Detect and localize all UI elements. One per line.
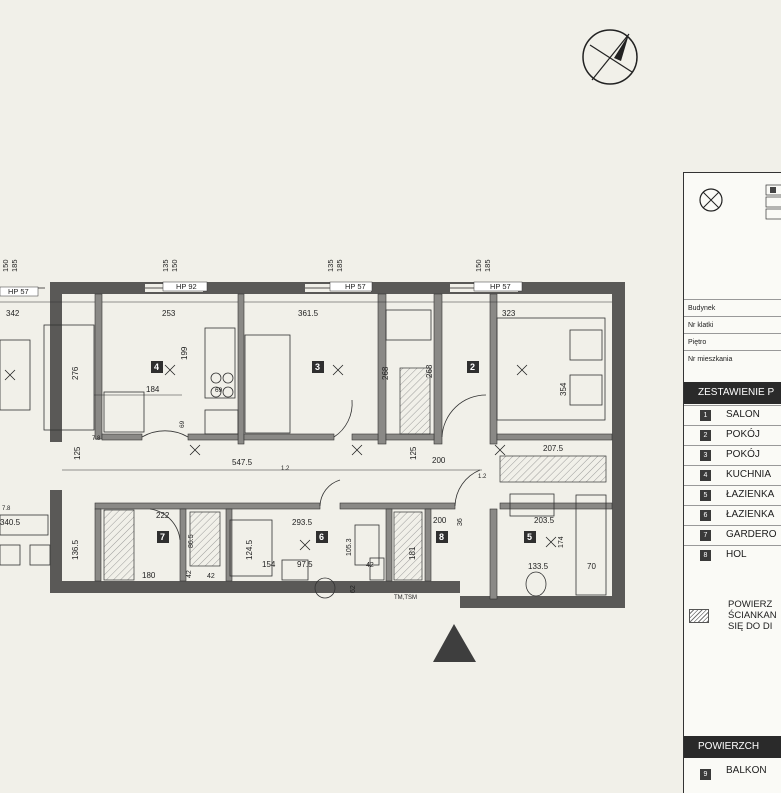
svg-text:4: 4	[154, 362, 159, 372]
dim-124-5: 124.5	[245, 539, 254, 560]
svg-text:3: 3	[315, 362, 320, 372]
dim-181: 181	[408, 546, 417, 560]
interior-walls	[94, 293, 613, 600]
dim-323: 323	[502, 309, 516, 318]
legend-balkon-number: 9	[700, 769, 711, 780]
window-height-3a: 135	[326, 259, 335, 272]
furniture	[0, 309, 607, 599]
info-row-floor: Piętro	[684, 333, 781, 350]
dim-1-2: 1.2	[281, 466, 290, 472]
dim-42b: 42	[186, 570, 193, 578]
window-height-1b: 185	[10, 259, 19, 272]
window-height-2a: 135	[161, 259, 170, 272]
window-label-4: HP 57	[490, 282, 511, 291]
room-number-3: 3	[312, 361, 324, 373]
dim-361-5: 361.5	[298, 309, 319, 318]
window-height-4b: 185	[483, 259, 492, 272]
room-number-8: 8	[436, 531, 448, 543]
dim-207-5: 207.5	[543, 444, 564, 453]
dim-1-2b: 1.2	[478, 474, 487, 480]
legend-balkon-name: BALKON	[726, 765, 767, 776]
entrance-arrow-icon	[433, 624, 476, 662]
hatch-note: POWIERZ ŚCIANKAN SIĘ DO DI	[728, 599, 777, 632]
dim-154: 154	[262, 560, 276, 569]
dim-354: 354	[559, 382, 568, 396]
info-row-building: Budynek	[684, 299, 781, 316]
dim-340-5: 340.5	[0, 518, 21, 527]
dim-200a: 200	[432, 456, 446, 465]
dim-105-3: 105.3	[346, 538, 353, 556]
light-fixtures	[4, 364, 557, 551]
dim-86-5: 86.5	[188, 534, 195, 548]
dim-7-8b: 7.8	[2, 506, 11, 512]
window-height-2b: 150	[170, 259, 179, 272]
dim-184: 184	[146, 385, 160, 394]
dim-133-5: 133.5	[528, 562, 549, 571]
room-number-7: 7	[157, 531, 169, 543]
svg-text:6: 6	[319, 532, 324, 542]
rooms-summary-heading: ZESTAWIENIE P	[684, 382, 781, 404]
room-number-6: 6	[316, 531, 328, 543]
dim-293-5: 293.5	[292, 518, 313, 527]
dim-180: 180	[142, 571, 156, 580]
dim-174: 174	[558, 536, 565, 548]
window-height-4a: 150	[474, 259, 483, 272]
svg-text:7: 7	[160, 532, 165, 542]
compass-icon	[699, 188, 723, 212]
room-number-5: 5	[524, 531, 536, 543]
window-label-1: HP 57	[8, 287, 29, 296]
room-number-2: 2	[467, 361, 479, 373]
svg-text:8: 8	[439, 532, 444, 542]
dim-69: 69	[215, 387, 223, 394]
legend-panel: Budynek Nr klatki Piętro Nr mieszkania Z…	[683, 172, 781, 793]
window-height-3b: 185	[335, 259, 344, 272]
dim-125a: 125	[73, 446, 82, 460]
wardrobes	[103, 367, 607, 581]
dim-97-5: 97.5	[297, 560, 313, 569]
window-label-3: HP 57	[345, 282, 366, 291]
dim-203-5: 203.5	[534, 516, 555, 525]
dim-62: 62	[350, 585, 357, 593]
dim-42a: 42	[366, 562, 374, 569]
info-row-staircase: Nr klatki	[684, 316, 781, 333]
window-height-1a: 150	[1, 259, 10, 272]
exterior-walls	[50, 282, 625, 608]
dim-200b: 200	[433, 516, 447, 525]
dim-199: 199	[180, 346, 189, 360]
doors	[141, 394, 487, 541]
key-plan-icon	[765, 184, 781, 220]
info-row-apartment: Nr mieszkania	[684, 350, 781, 367]
svg-text:2: 2	[470, 362, 475, 372]
dim-222: 222	[156, 511, 170, 520]
dim-253: 253	[162, 309, 176, 318]
window-label-2: HP 92	[176, 282, 197, 291]
dim-69b: 69	[179, 420, 186, 428]
dim-136-5: 136.5	[71, 539, 80, 560]
svg-text:5: 5	[527, 532, 532, 542]
room-number-4: 4	[151, 361, 163, 373]
dim-547-5: 547.5	[232, 458, 253, 467]
dim-342: 342	[6, 309, 20, 318]
dim-268b: 268	[425, 364, 434, 378]
dim-268a: 268	[381, 366, 390, 380]
dim-125b: 125	[409, 446, 418, 460]
dim-42c: 42	[207, 573, 215, 580]
north-compass-icon	[582, 29, 638, 85]
dim-70: 70	[587, 562, 596, 571]
dim-276: 276	[71, 366, 80, 380]
tm-tsm-label: TM,TSM	[394, 595, 417, 601]
hatch-swatch	[689, 609, 709, 623]
dim-36: 36	[457, 518, 464, 526]
dim-7-8a: 7.8	[92, 436, 101, 442]
area-summary-heading: POWIERZCH	[684, 736, 781, 758]
